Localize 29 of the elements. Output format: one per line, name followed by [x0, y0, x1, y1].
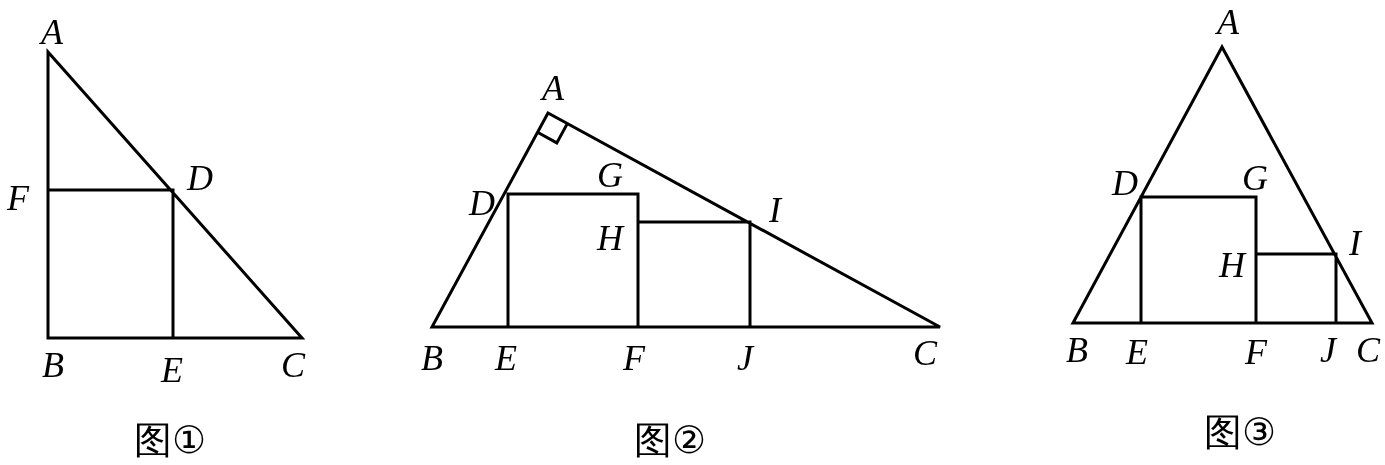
- point-label: F: [7, 180, 29, 216]
- point-label: D: [1112, 165, 1138, 201]
- point-label: H: [597, 220, 623, 256]
- point-label: E: [495, 340, 517, 376]
- point-label: C: [281, 347, 305, 383]
- point-label: B: [42, 347, 64, 383]
- point-label: J: [737, 340, 753, 376]
- point-label: H: [1219, 247, 1245, 283]
- point-label: G: [1242, 160, 1268, 196]
- point-label: C: [913, 335, 937, 371]
- figure-caption: 图③: [1203, 413, 1277, 451]
- point-label: A: [41, 14, 63, 50]
- point-label: F: [623, 340, 645, 376]
- figure-caption: 图②: [633, 421, 707, 459]
- point-label: B: [421, 340, 443, 376]
- point-label: G: [597, 157, 623, 193]
- point-label: E: [161, 352, 183, 388]
- point-label: I: [1349, 225, 1361, 261]
- point-label: A: [542, 70, 564, 106]
- point-label: A: [1217, 4, 1239, 40]
- point-label: D: [469, 185, 495, 221]
- point-label: C: [1356, 332, 1380, 368]
- point-label: B: [1066, 332, 1088, 368]
- point-label: F: [1245, 334, 1267, 370]
- figure-caption: 图①: [133, 421, 207, 459]
- point-label: J: [1320, 332, 1336, 368]
- point-label: E: [1126, 334, 1148, 370]
- point-label: D: [187, 160, 213, 196]
- point-label: I: [769, 192, 781, 228]
